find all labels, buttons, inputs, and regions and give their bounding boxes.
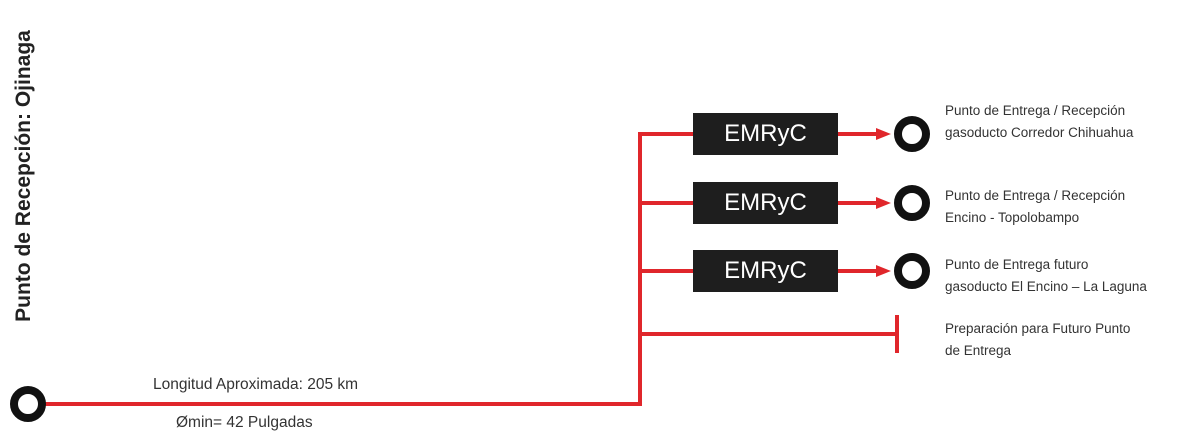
delivery-point-2-line2: Encino - Topolobampo [945,210,1080,225]
pipeline-length-label: Longitud Aproximada: 205 km [153,376,359,393]
delivery-point-1-label: Punto de Entrega / Recepción gasoducto C… [945,100,1133,144]
emryc-station-1: EMRyC [693,113,838,155]
emryc-station-3: EMRyC [693,250,838,292]
delivery-point-1-line2: gasoducto Corredor Chihuahua [945,125,1134,140]
delivery-point-2-line1: Punto de Entrega / Recepción [945,188,1126,203]
future-point-line1: Preparación para Futuro Punto [945,321,1131,336]
delivery-node-2-icon [894,185,930,221]
delivery-point-2-label: Punto de Entrega / Recepción Encino - To… [945,185,1125,229]
delivery-point-3-line2: gasoducto El Encino – La Laguna [945,279,1147,294]
delivery-node-3-icon [894,253,930,289]
reception-point-label: Punto de Recepción: Ojinaga [12,30,35,322]
arrow-3-head [876,265,891,277]
arrow-2-head [876,197,891,209]
delivery-node-1-icon [894,116,930,152]
delivery-point-1-line1: Punto de Entrega / Recepción [945,103,1126,118]
future-point-line2: de Entrega [945,343,1012,358]
pipeline-diameter-label: Ømin= 42 Pulgadas [176,414,313,431]
arrow-1-head [876,128,891,140]
delivery-point-3-line1: Punto de Entrega futuro [945,257,1089,272]
reception-node-icon [10,386,46,422]
delivery-point-3-label: Punto de Entrega futuro gasoducto El Enc… [945,254,1147,298]
future-point-label: Preparación para Futuro Punto de Entrega [945,318,1130,362]
emryc-station-2: EMRyC [693,182,838,224]
